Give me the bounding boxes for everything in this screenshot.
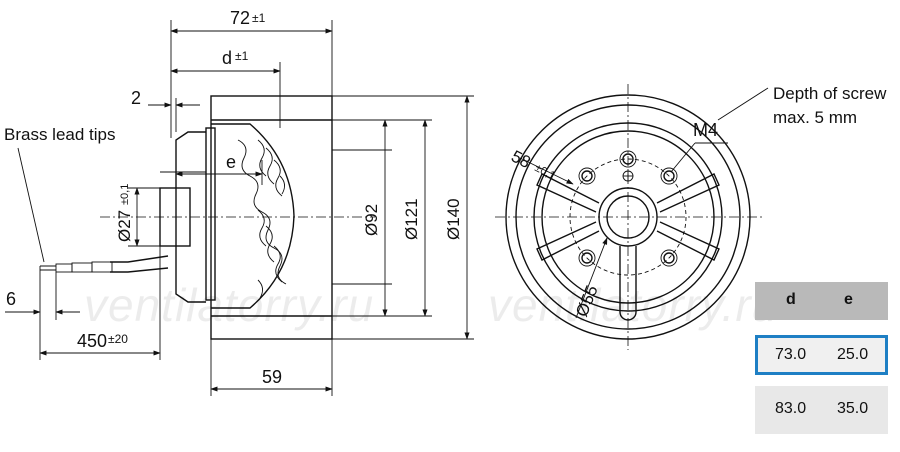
dimension-table: d e 73.0 25.0 83.0 35.0	[755, 282, 888, 436]
dim-72-tol: ±1	[252, 11, 266, 25]
impeller-profile	[211, 123, 295, 309]
dim-140-label: Ø140	[444, 198, 463, 240]
watermark-left: ventilatorry.ru	[84, 279, 375, 331]
spokes	[536, 173, 720, 261]
table-cell-e: 35.0	[837, 400, 869, 417]
dim-450-label: 450	[77, 331, 107, 351]
dim-92-label: Ø92	[362, 204, 381, 236]
table-header: d e	[755, 282, 888, 320]
dim-dia-121: Ø121	[332, 119, 432, 317]
dim-121-label: Ø121	[402, 198, 421, 240]
dim-e-label: e	[226, 152, 236, 172]
dim-72-label: 72	[230, 8, 250, 28]
dim-e: e	[175, 152, 263, 185]
table-row-selected[interactable]: 73.0 25.0	[755, 335, 888, 375]
screw-depth-line2: max. 5 mm	[773, 108, 857, 127]
dim-overall-length: 72 ±1	[170, 8, 333, 138]
dim-27-label: Ø27	[115, 210, 134, 242]
dim-offset-2: 2	[131, 88, 200, 132]
table-cell-d: 73.0	[775, 346, 807, 363]
dim-59-label: 59	[262, 367, 282, 387]
table-row[interactable]: 83.0 35.0	[755, 386, 888, 434]
dim-450-tol: ±20	[108, 332, 128, 346]
table-header-e: e	[844, 291, 853, 308]
watermark-right: ventilatorry.ru	[488, 279, 779, 331]
dim-6-label: 6	[6, 289, 16, 309]
dim-59: 59	[210, 339, 333, 396]
dim-dia-92: Ø92	[332, 119, 392, 317]
table-header-d: d	[786, 291, 796, 308]
brass-lead-tips-callout: Brass lead tips	[4, 125, 116, 263]
housing-outline	[210, 95, 333, 340]
brass-lead-tips-label: Brass lead tips	[4, 125, 116, 144]
table-cell-e: 25.0	[837, 346, 869, 363]
thread-m4-label: M4	[693, 120, 718, 140]
dim-2-label: 2	[131, 88, 141, 108]
dim-d-label: d	[222, 48, 232, 68]
thread-callout: M4 Depth of screw max. 5 mm	[670, 84, 887, 173]
dim-d-tol: ±1	[235, 49, 249, 63]
dim-dia-27: Ø27 ±0,1	[115, 184, 160, 247]
dim-27-tol: ±0,1	[119, 184, 131, 205]
front-view	[495, 84, 762, 350]
bolt-circle	[569, 158, 687, 276]
cable-bundle	[40, 255, 169, 273]
screw-depth-line1: Depth of screw	[773, 84, 887, 103]
dim-58-label: 58	[508, 147, 533, 173]
dim-dia-140: Ø140	[332, 95, 474, 340]
dim-6: 6	[5, 266, 80, 360]
table-cell-d: 83.0	[775, 400, 807, 417]
dim-d: d ±1	[170, 48, 281, 128]
dim-lead-length: 450 ±20	[39, 246, 161, 360]
